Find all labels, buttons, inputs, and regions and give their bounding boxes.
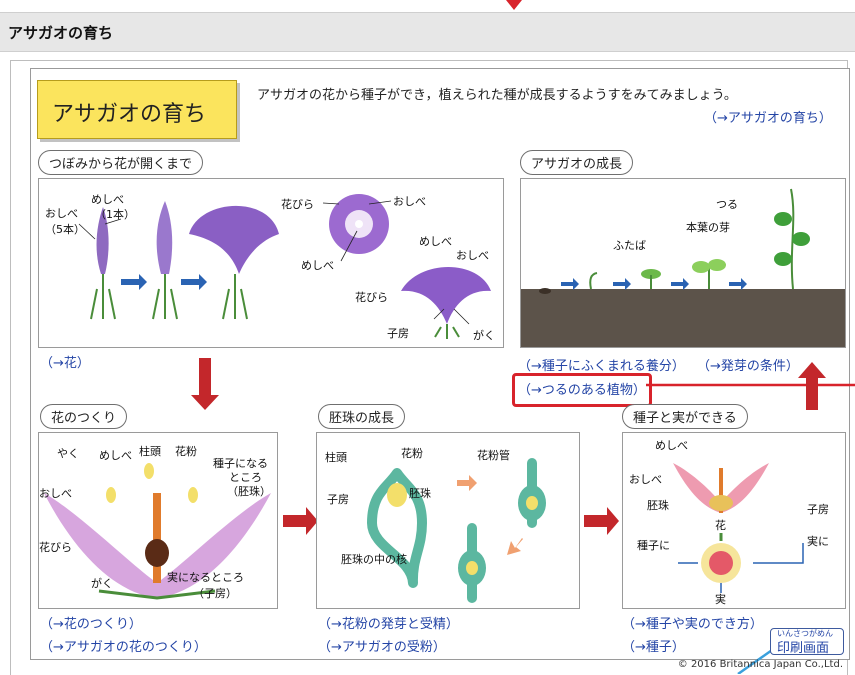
- bud-to-bloom-diagram: [78, 194, 491, 339]
- label-ovary: 子房: [327, 493, 349, 506]
- label-pollen: 花粉: [175, 445, 197, 458]
- seed-fruit-diagram: [673, 463, 804, 593]
- section-header-bar: アサガオの育ち: [0, 12, 855, 52]
- label-ovule: 胚珠: [647, 499, 669, 512]
- label-sepal: がく: [473, 329, 495, 342]
- title-card: アサガオの育ち: [37, 80, 237, 139]
- link-asagao-growth[interactable]: （→アサガオの育ち）: [704, 111, 832, 126]
- label-flower: 花: [715, 519, 726, 532]
- label-stigma: 柱頭: [325, 451, 347, 464]
- label-fruit-2: 実: [715, 593, 726, 606]
- link-vine-plants[interactable]: （→つるのある植物）: [518, 383, 646, 398]
- label-vine: つる: [716, 198, 738, 211]
- label-stamen-1: おしべ: [45, 207, 78, 220]
- label-petal-2: 花びら: [355, 291, 388, 304]
- flower-side-view: [401, 267, 491, 324]
- link-seed-nutrients[interactable]: （→種子にふくまれる養分）: [518, 359, 685, 374]
- opening-flower: [189, 205, 279, 274]
- intro-text: アサガオの花から種子ができ，植えられた種が成長するようすをみてみましょう。: [257, 88, 737, 103]
- red-down-arrow-indicator: [506, 0, 522, 10]
- label-stigma: 柱頭: [139, 445, 161, 458]
- label-stamen: おしべ: [39, 487, 72, 500]
- label-ovule: 胚珠: [409, 487, 431, 500]
- label-pistil-2: めしべ: [301, 259, 334, 272]
- section-title-structure: 花のつくり: [40, 404, 128, 429]
- label-pollen: 花粉: [401, 447, 423, 460]
- label-seed-part-2: ところ: [229, 471, 262, 484]
- label-pistil: めしべ: [655, 439, 688, 452]
- link-seed[interactable]: （→種子）: [622, 640, 685, 655]
- top-strip: [0, 0, 855, 10]
- highlight-box-vine-plants: [512, 373, 652, 407]
- panel-seed-fruit: めしべ おしべ 胚珠 花 子房 種子に 実に 実: [622, 432, 846, 609]
- link-asagao-pollination[interactable]: （→アサガオの受粉）: [318, 640, 446, 655]
- label-ovule: （胚珠）: [227, 485, 271, 498]
- label-stamen: おしべ: [629, 473, 662, 486]
- panel-growth: つる 本葉の芽 ふたば: [520, 178, 846, 348]
- label-ovary: 子房: [387, 327, 409, 340]
- label-fruit: 実に: [807, 535, 829, 548]
- bud-stage-2: [156, 201, 173, 274]
- print-screen-button[interactable]: いんさつがめん 印刷画面: [770, 628, 844, 656]
- title-card-text: アサガオの育ち: [52, 102, 207, 127]
- ovule-growth-diagram: [366, 458, 546, 603]
- label-ovary: （子房）: [193, 587, 237, 600]
- panel-ovule-growth: 柱頭 花粉 子房 胚珠 花粉管 胚珠の中の核: [316, 432, 580, 609]
- label-stamen-1-count: （5本）: [45, 223, 85, 236]
- blue-arrow-1: [121, 274, 147, 290]
- label-true-leaf-bud: 本葉の芽: [686, 221, 730, 234]
- label-fruit-part: 実になるところ: [167, 571, 244, 584]
- label-petal: 花びら: [281, 198, 314, 211]
- print-button-label: 印刷画面: [777, 641, 830, 656]
- label-petal: 花びら: [39, 541, 72, 554]
- blue-arrow-2: [181, 274, 207, 290]
- label-cotyledon: ふたば: [613, 239, 646, 252]
- growth-diagram: [521, 188, 845, 347]
- label-sepal: がく: [91, 577, 113, 590]
- label-pistil: めしべ: [99, 449, 132, 462]
- label-seed-part: 種子になる: [213, 457, 268, 470]
- link-flower[interactable]: （→花）: [40, 356, 90, 371]
- label-stamen-3: おしべ: [456, 249, 489, 262]
- section-title-bud: つぼみから花が開くまで: [38, 150, 204, 175]
- link-pollen-germination[interactable]: （→花粉の発芽と受精）: [318, 617, 459, 632]
- link-flower-structure[interactable]: （→花のつくり）: [40, 617, 142, 632]
- link-seed-fruit-formation[interactable]: （→種子や実のでき方）: [622, 617, 763, 632]
- print-button-reading: いんさつがめん: [777, 629, 833, 638]
- section-title-growth: アサガオの成長: [520, 150, 634, 175]
- section-header-title: アサガオの育ち: [8, 24, 114, 42]
- label-pistil-3: めしべ: [419, 235, 452, 248]
- section-title-ovule: 胚珠の成長: [318, 404, 406, 429]
- panel-bud-to-bloom: めしべ （1本） おしべ （5本） 花びら おしべ めしべ めしべ おしべ 花び…: [38, 178, 504, 348]
- panel-flower-structure: やく めしべ 柱頭 花粉 種子になる ところ （胚珠） おしべ 花びら がく 実…: [38, 432, 278, 609]
- label-ovary: 子房: [807, 503, 829, 516]
- link-asagao-flower-structure[interactable]: （→アサガオの花のつくり）: [40, 640, 207, 655]
- section-title-seed: 種子と実ができる: [622, 404, 748, 429]
- copyright-text: © 2016 Britannica Japan Co.,Ltd.: [677, 659, 843, 670]
- label-pistil-1-count: （1本）: [95, 208, 135, 221]
- label-pollen-tube: 花粉管: [477, 449, 510, 462]
- label-stamen-2: おしべ: [393, 195, 426, 208]
- flower-structure-diagram: [44, 463, 271, 600]
- label-pistil-1: めしべ: [91, 193, 124, 206]
- label-seed: 種子に: [637, 539, 670, 552]
- link-germination-conditions[interactable]: （→発芽の条件）: [697, 359, 799, 374]
- soil: [521, 289, 845, 347]
- label-nucleus: 胚珠の中の核: [341, 553, 407, 566]
- label-anther: やく: [57, 447, 79, 460]
